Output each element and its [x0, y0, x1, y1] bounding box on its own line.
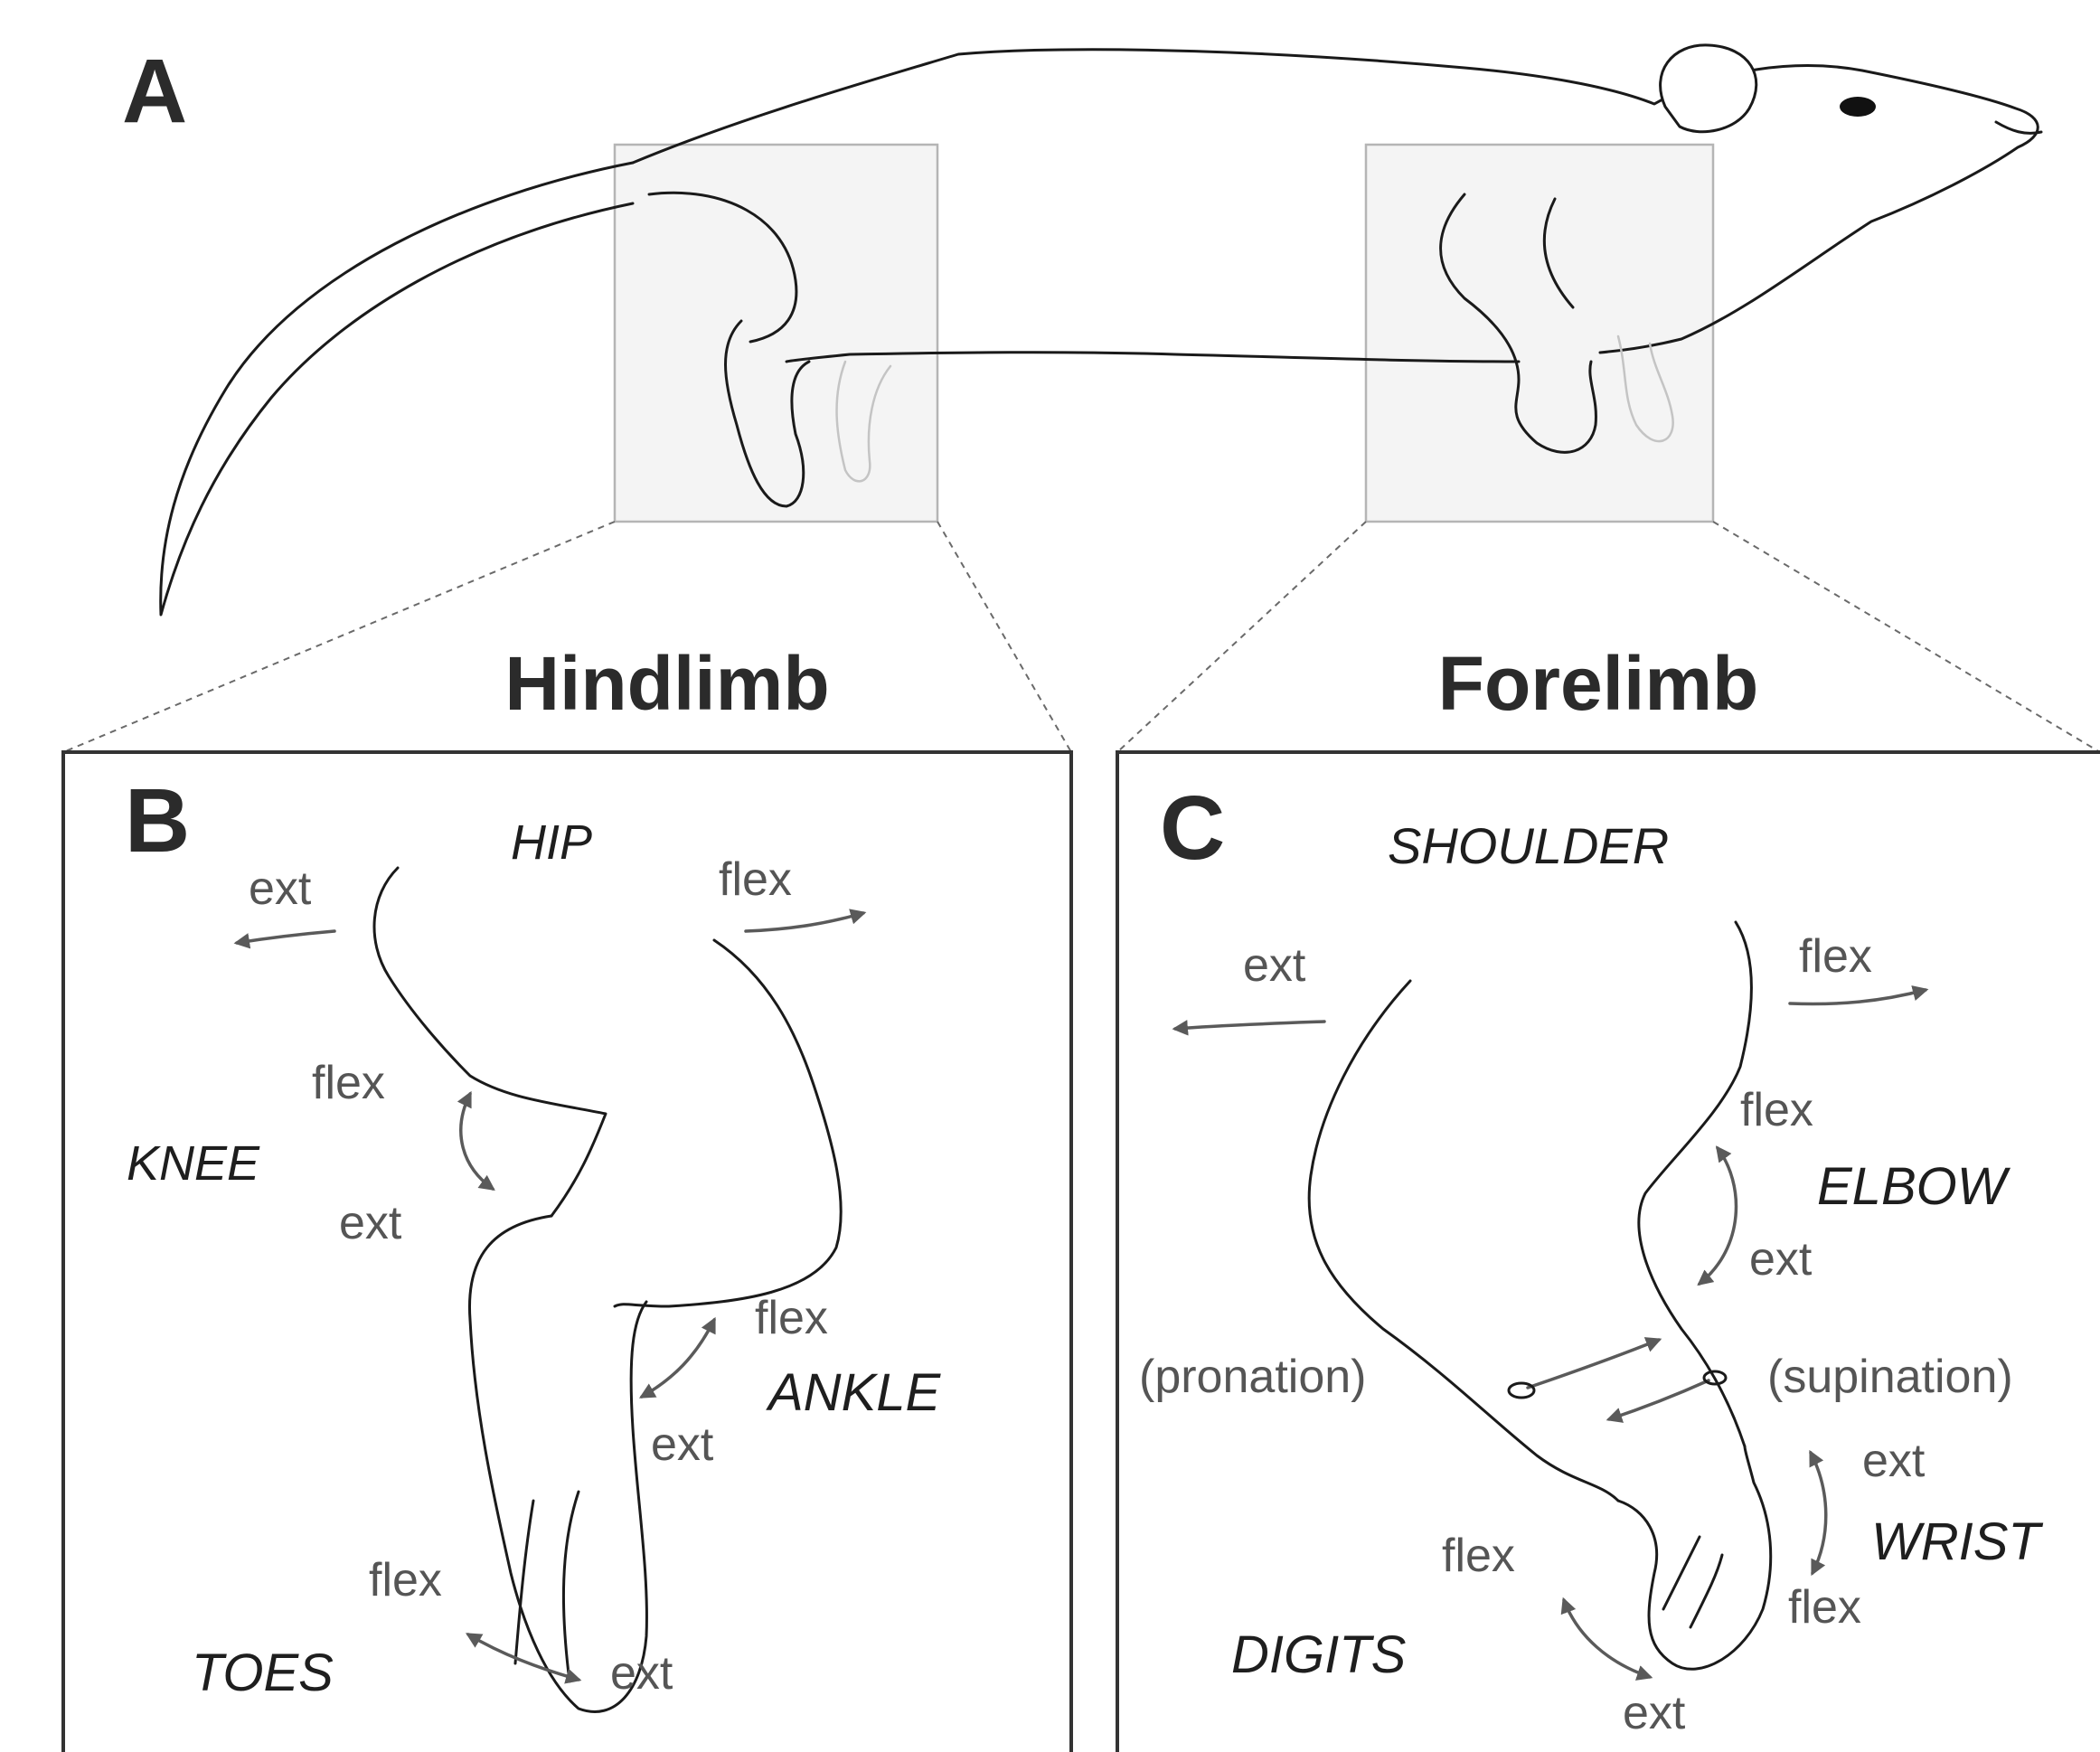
- wrist-flex-label: flex: [1788, 1581, 1861, 1634]
- ankle-ext-label: ext: [651, 1418, 714, 1471]
- digits-flex-label: flex: [1442, 1530, 1515, 1582]
- panel-a-letter: A: [122, 41, 187, 142]
- knee-label: KNEE: [127, 1136, 260, 1191]
- toes-label: TOES: [192, 1644, 334, 1702]
- hip-ext-label: ext: [249, 862, 312, 915]
- hip-ext-arrow: [237, 931, 334, 943]
- pronation-marker: [1509, 1383, 1534, 1398]
- pronation-arrow: [1528, 1340, 1659, 1388]
- hip-label: HIP: [511, 815, 592, 870]
- rat-eye: [1840, 97, 1876, 117]
- supination-arrow: [1609, 1380, 1709, 1419]
- rat-ear: [1661, 45, 1756, 132]
- shoulder-ext-arrow: [1175, 1022, 1324, 1029]
- elbow-arrow: [1700, 1148, 1736, 1284]
- hindlimb-shin-outline: [469, 1216, 646, 1711]
- hindlimb-title: Hindlimb: [504, 641, 829, 726]
- knee-flex-label: flex: [312, 1057, 385, 1109]
- forelimb-projection-left: [1117, 522, 1366, 752]
- shoulder-ext-label: ext: [1243, 939, 1306, 992]
- forelimb-paw-outline: [1618, 1446, 1771, 1669]
- panel-c-letter: C: [1160, 777, 1225, 879]
- wrist-ext-label: ext: [1862, 1435, 1926, 1487]
- panel-b-frame: [63, 752, 1071, 1752]
- panel-a: A: [63, 41, 2100, 752]
- forelimb-zoom-box: [1366, 145, 1713, 522]
- forelimb-title: Forelimb: [1438, 641, 1759, 726]
- elbow-flex-label: flex: [1740, 1084, 1813, 1136]
- hip-flex-label: flex: [719, 853, 792, 906]
- digits-arrow: [1564, 1600, 1650, 1677]
- shoulder-flex-label: flex: [1799, 930, 1872, 983]
- ankle-flex-label: flex: [755, 1292, 828, 1344]
- wrist-arrow: [1811, 1453, 1826, 1573]
- elbow-ext-label: ext: [1749, 1233, 1813, 1286]
- forelimb-projection-right: [1713, 522, 2100, 752]
- forelimb-upper-outline: [1309, 981, 1618, 1501]
- forelimb-drawing: [1309, 922, 1771, 1669]
- panel-c: C SHOULDER ext flex flex ELBOW ext (pron…: [1117, 752, 2100, 1752]
- shoulder-flex-arrow: [1790, 990, 1926, 1003]
- panel-b: B HIP ext flex KNEE flex ext flex ANKLE …: [63, 752, 1071, 1752]
- hindlimb-thigh-back: [615, 940, 841, 1306]
- digits-ext-label: ext: [1623, 1687, 1686, 1739]
- panel-c-frame: [1117, 752, 2100, 1752]
- shoulder-label: SHOULDER: [1388, 817, 1669, 874]
- toes-flex-label: flex: [369, 1554, 442, 1606]
- toes-ext-label: ext: [610, 1647, 673, 1700]
- hindlimb-projection-right: [937, 522, 1071, 752]
- elbow-label: ELBOW: [1817, 1157, 2011, 1216]
- wrist-label: WRIST: [1871, 1512, 2043, 1571]
- pronation-label: (pronation): [1139, 1351, 1366, 1403]
- ankle-label: ANKLE: [766, 1363, 942, 1422]
- knee-ext-label: ext: [339, 1197, 402, 1249]
- supination-label: (supination): [1767, 1351, 2013, 1403]
- toes-arrow: [468, 1634, 579, 1680]
- rat-illustration: [161, 45, 2041, 615]
- panel-b-letter: B: [125, 770, 190, 871]
- hindlimb-drawing: [374, 868, 841, 1711]
- forelimb-digit-lines: [1663, 1537, 1722, 1627]
- digits-label: DIGITS: [1231, 1625, 1407, 1684]
- ankle-arrow: [642, 1320, 714, 1397]
- rat-tail: [161, 163, 633, 615]
- hindlimb-toe-lines: [515, 1492, 579, 1681]
- hindlimb-thigh-outline: [374, 868, 606, 1216]
- hip-flex-arrow: [746, 913, 863, 931]
- knee-arrow: [461, 1094, 493, 1189]
- rat-mouth: [1996, 122, 2041, 133]
